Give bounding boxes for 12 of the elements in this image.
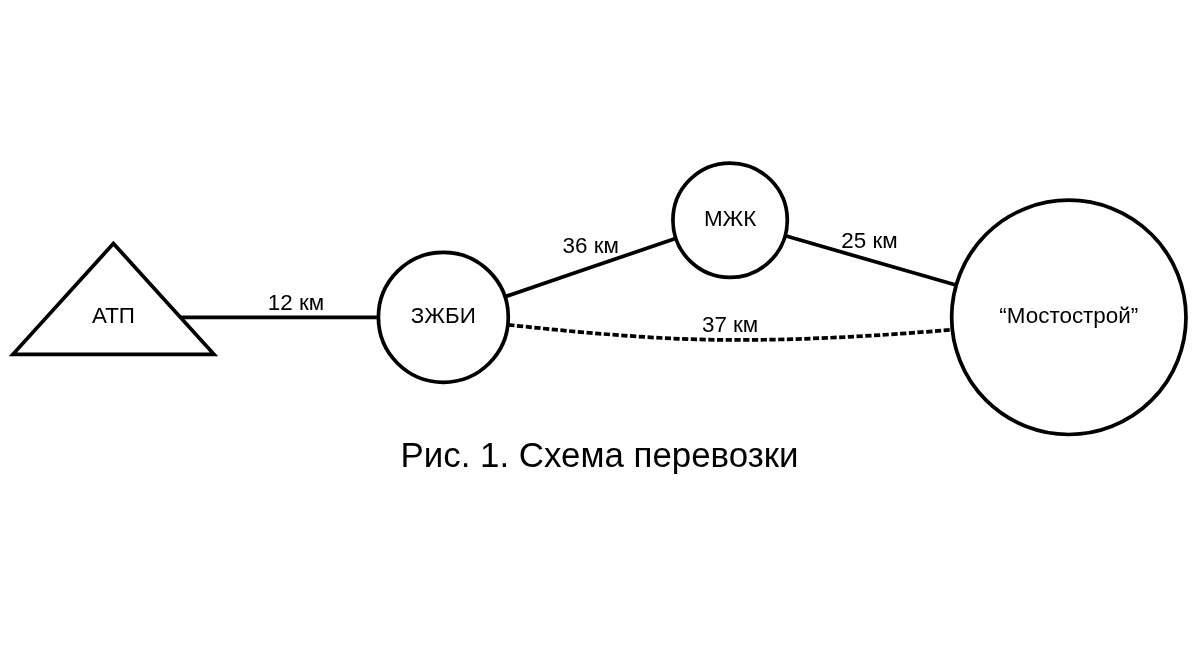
node-circle: ЗЖБИ bbox=[376, 250, 511, 385]
edge-label: 36 км bbox=[562, 233, 619, 259]
edge-label: 12 км bbox=[267, 290, 325, 316]
node-circle: “Мостострой” bbox=[949, 198, 1188, 437]
edge-label: 25 км bbox=[841, 228, 898, 254]
node-circle: МЖК bbox=[671, 161, 790, 280]
connector bbox=[508, 323, 953, 342]
connector bbox=[784, 234, 957, 287]
connector bbox=[180, 315, 378, 320]
caption: Рис. 1. Схема перевозки bbox=[400, 435, 799, 475]
connector bbox=[504, 236, 677, 299]
edge-label: 37 км bbox=[701, 311, 759, 337]
